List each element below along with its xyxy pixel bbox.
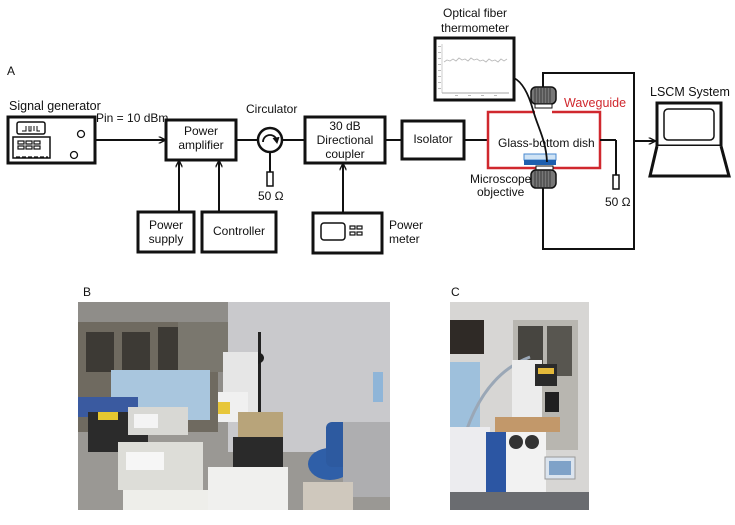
signal-generator-label: Signal generator	[9, 99, 101, 113]
power-meter-label: Power meter	[389, 218, 423, 246]
glass-bottom-dish-label: Glass-bottom dish	[498, 136, 595, 150]
thermometer-display	[433, 36, 516, 102]
microscope-objective-icon	[530, 165, 557, 189]
label-line: Power	[148, 218, 183, 232]
label-line: Microscope	[470, 172, 532, 186]
isolator-label: Isolator	[413, 132, 453, 146]
label-line: 30 dB	[329, 119, 361, 133]
panel-label-b: B	[83, 285, 92, 299]
label-line: coupler	[325, 147, 365, 161]
circulator-icon	[256, 126, 284, 187]
label-line: objective	[476, 185, 525, 199]
power-supply-label: Power supply	[138, 218, 194, 246]
power-amplifier-label: Power amplifier	[166, 124, 236, 152]
lscm-loop-line	[542, 72, 635, 250]
optical-fiber-line	[513, 77, 548, 163]
panel-label-a: A	[7, 64, 16, 78]
block-diagram	[6, 36, 731, 255]
temperature-trace	[443, 57, 508, 63]
microscope-illustration	[450, 302, 589, 510]
label-line: Power	[389, 218, 424, 232]
label-line: thermometer	[440, 21, 510, 35]
waveguide-load-label: 50 Ω	[605, 195, 631, 209]
laptop-icon	[648, 101, 731, 178]
lab-setup-photo	[78, 302, 390, 510]
waveguide-label: Waveguide	[564, 96, 627, 110]
upper-objective-icon	[530, 86, 557, 109]
directional-coupler-block	[303, 115, 387, 165]
directional-coupler-label: 30 dB Directional coupler	[305, 119, 385, 161]
load-resistor-icon	[266, 171, 274, 187]
circulator-load-label: 50 Ω	[258, 189, 284, 203]
label-line: amplifier	[178, 138, 224, 152]
panel-label-c: C	[451, 285, 460, 299]
label-line: Power	[183, 124, 218, 138]
input-power-label: Pin = 10 dBm	[96, 111, 169, 125]
lab-setup-illustration	[78, 302, 390, 510]
label-line: meter	[389, 232, 420, 246]
signal-generator-block	[6, 115, 97, 165]
power-meter-block	[311, 211, 384, 255]
label-line: Directional	[316, 133, 374, 147]
microscope-objective-label: Microscope objective	[470, 173, 531, 199]
knob-icon	[76, 129, 86, 139]
glass-bottom-dish-icon	[523, 153, 557, 165]
power-supply-block	[136, 210, 196, 254]
lscm-system-label: LSCM System	[650, 85, 730, 99]
label-line: supply	[148, 232, 184, 246]
signal-generator-display-icon	[16, 121, 46, 135]
controller-label: Controller	[212, 224, 266, 238]
thermometer-label: Optical fiber thermometer	[430, 6, 520, 36]
knob-icon	[69, 150, 79, 160]
controller-block	[200, 210, 278, 254]
load-resistor-icon	[612, 174, 620, 190]
signal-generator-keypad-icon	[17, 140, 41, 150]
microscope-photo	[450, 302, 589, 510]
circulator-label: Circulator	[246, 102, 298, 116]
label-line: Optical fiber	[442, 6, 508, 20]
